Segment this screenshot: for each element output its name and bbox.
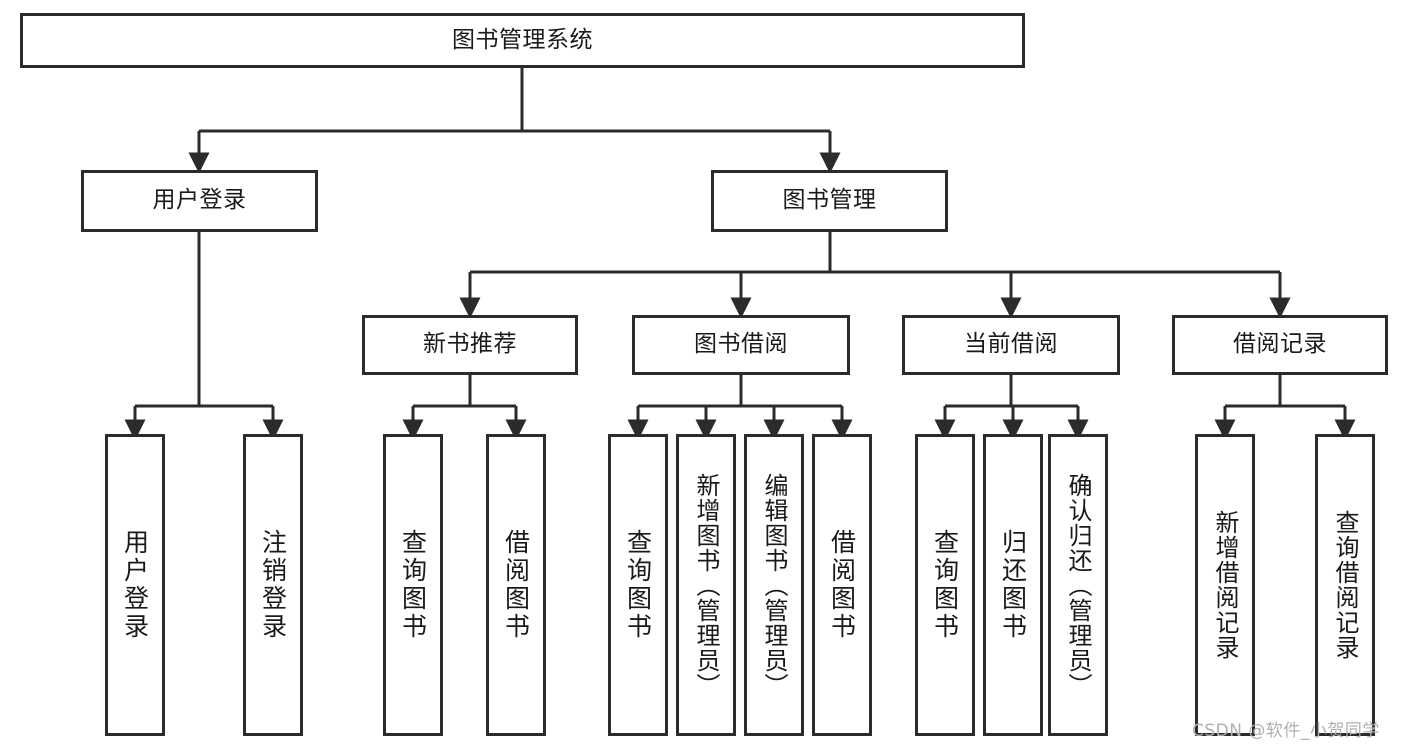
node-leaf-confirm-return[interactable]: 确认归还（管理员）	[1048, 434, 1108, 736]
node-book-borrow[interactable]: 图书借阅	[632, 315, 850, 375]
node-leaf-query-book-2-label: 查询图书	[623, 529, 653, 641]
node-leaf-edit-book-label: 编辑图书（管理员）	[760, 472, 788, 698]
watermark: CSDN @软件_小贺同学	[1192, 721, 1380, 741]
node-root[interactable]: 图书管理系统	[20, 13, 1025, 68]
node-leaf-return-book[interactable]: 归还图书	[983, 434, 1043, 736]
node-leaf-edit-book[interactable]: 编辑图书（管理员）	[744, 434, 804, 736]
node-current-borrow[interactable]: 当前借阅	[902, 315, 1120, 375]
node-new-book-rec[interactable]: 新书推荐	[362, 315, 578, 375]
node-root-label: 图书管理系统	[452, 26, 593, 53]
node-borrow-record-label: 借阅记录	[1233, 331, 1327, 358]
node-leaf-logout[interactable]: 注销登录	[243, 434, 303, 736]
node-leaf-add-book-label: 新增图书（管理员）	[692, 472, 720, 698]
node-leaf-borrow-book-1[interactable]: 借阅图书	[486, 434, 546, 736]
node-user-login-label: 用户登录	[152, 187, 247, 214]
node-current-borrow-label: 当前借阅	[964, 331, 1058, 358]
node-user-login[interactable]: 用户登录	[81, 170, 318, 232]
node-leaf-query-record[interactable]: 查询借阅记录	[1315, 434, 1375, 736]
node-leaf-add-record-label: 新增借阅记录	[1211, 510, 1239, 660]
node-leaf-query-book-2[interactable]: 查询图书	[608, 434, 668, 736]
node-new-book-rec-label: 新书推荐	[423, 331, 517, 358]
node-leaf-return-book-label: 归还图书	[998, 529, 1028, 641]
node-leaf-query-record-label: 查询借阅记录	[1331, 510, 1359, 660]
node-book-borrow-label: 图书借阅	[694, 331, 788, 358]
node-leaf-borrow-book-1-label: 借阅图书	[501, 529, 531, 641]
node-book-manage-label: 图书管理	[782, 187, 877, 214]
node-leaf-user-login[interactable]: 用户登录	[105, 434, 165, 736]
node-leaf-query-book-1-label: 查询图书	[398, 529, 428, 641]
node-leaf-borrow-book-2-label: 借阅图书	[827, 529, 857, 641]
node-book-manage[interactable]: 图书管理	[711, 170, 948, 232]
node-leaf-add-book[interactable]: 新增图书（管理员）	[676, 434, 736, 736]
node-leaf-borrow-book-2[interactable]: 借阅图书	[812, 434, 872, 736]
node-borrow-record[interactable]: 借阅记录	[1172, 315, 1388, 375]
node-leaf-query-book-3[interactable]: 查询图书	[915, 434, 975, 736]
node-leaf-query-book-1[interactable]: 查询图书	[383, 434, 443, 736]
node-leaf-add-record[interactable]: 新增借阅记录	[1195, 434, 1255, 736]
node-leaf-logout-label: 注销登录	[258, 529, 288, 641]
node-leaf-query-book-3-label: 查询图书	[930, 529, 960, 641]
node-leaf-user-login-label: 用户登录	[120, 529, 150, 641]
node-leaf-confirm-return-label: 确认归还（管理员）	[1064, 472, 1092, 698]
